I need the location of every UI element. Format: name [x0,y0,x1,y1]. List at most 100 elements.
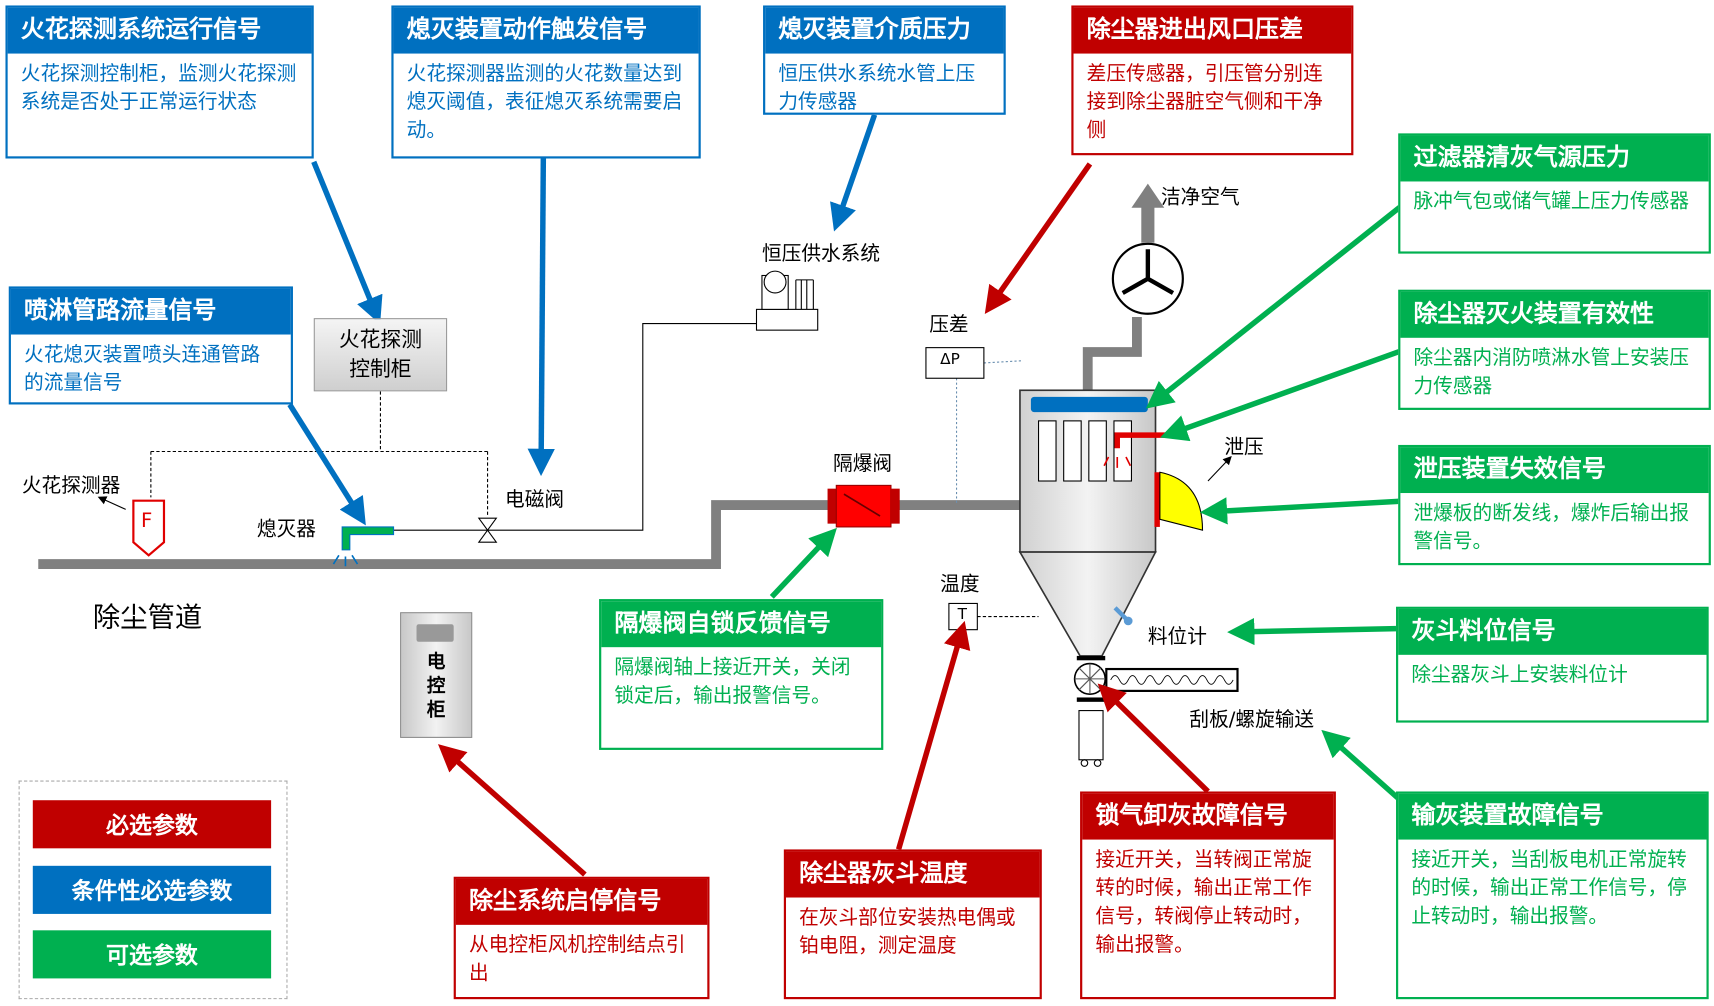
arrow-filter-air [1145,196,1412,409]
box-desc: 脉冲气包或储气罐上压力传感器 [1413,190,1689,214]
dp-label: 压差 [929,313,969,337]
spray-icon [332,554,359,567]
box-title: 隔爆阀自锁反馈信号 [601,601,882,648]
detector-symbol: F [141,509,153,533]
info-box-isolation-valve: 隔爆阀自锁反馈信号隔爆阀轴上接近开关，关闭锁定后，输出报警信号。 [599,599,884,750]
box-desc: 接近开关，当转阀正常旋转的时候，输出正常工作信号，转阀停止转动时，输出报警。 [1095,848,1312,957]
water-supply-label: 恒压供水系统 [761,242,881,266]
box-title: 熄灭装置动作触发信号 [393,7,699,54]
box-desc: 从电控柜风机控制结点引出 [468,933,686,985]
solenoid-valve-icon [477,517,498,543]
info-box-airlock-fault: 锁气卸灰故障信号接近开关，当转阀正常旋转的时候，输出正常工作信号，转阀停止转动时… [1080,791,1336,1000]
box-desc: 隔爆阀轴上接近开关，关闭锁定后，输出报警信号。 [614,655,851,708]
clean-air-arrow [1131,183,1165,243]
detector-pointer [97,496,126,510]
box-desc: 火花探测器监测的火花数量达到熄灭阈值，表征熄灭系统需要启动。 [406,62,683,143]
fan-icon [1111,242,1184,315]
vent-pointer [1207,455,1232,482]
box-title: 除尘器灭火装置有效性 [1400,291,1709,338]
box-title: 除尘系统启停信号 [455,878,708,925]
arrow-extinguish-trigger [527,158,555,477]
box-desc: 接近开关，当刮板电机正常旋转的时候，输出正常工作信号，停止转动时，输出报警。 [1411,848,1687,929]
box-desc: 在灰斗部位安装热电偶或铂电阻，测定温度 [799,906,1016,958]
temp-label: 温度 [940,572,980,596]
dp-tubing [956,360,1023,506]
iso-valve-label: 隔爆阀 [833,452,893,476]
clean-air-label: 洁净空气 [1160,185,1240,209]
electric-cabinet-label: 电控柜 [426,651,446,722]
info-box-medium-pressure: 熄灭装置介质压力恒压供水系统水管上压力传感器 [763,5,1006,115]
conveyor-label: 刮板/螺旋输送 [1189,708,1315,732]
arrow-airlock-fault [1097,683,1210,794]
sprinkler-pipe [1114,432,1168,449]
box-title: 熄灭装置介质压力 [765,7,1004,54]
box-title: 过滤器清灰气源压力 [1400,135,1709,182]
legend-optional: 可选参数 [32,930,272,979]
spark-detector-label: 火花探测器 [21,474,121,498]
arrow-vent-fail [1199,497,1411,525]
water-pump-icon [755,270,819,331]
extinguisher-label: 熄灭器 [256,518,316,542]
control-cabinet-label: 火花探测控制柜 [338,327,422,382]
level-label: 料位计 [1147,625,1207,649]
info-box-hopper-level: 灰斗料位信号除尘器灰斗上安装料位计 [1396,606,1709,723]
arrow-spray-flow [287,403,366,526]
box-desc: 火花熄灭装置喷头连通管路的流量信号 [24,343,261,395]
box-desc: 火花探测控制柜，监测火花探测系统是否处于正常运行状态 [20,62,297,114]
water-line [393,323,757,531]
legend-conditional: 条件性必选参数 [32,865,272,914]
arrow-spark-run [311,160,383,325]
box-desc: 差压传感器，引压管分别连接到除尘器脏空气侧和干净侧 [1086,62,1323,143]
legend: 必选参数 条件性必选参数 可选参数 [18,780,288,1000]
box-title: 火花探测系统运行信号 [7,7,312,54]
outlet-duct [1082,317,1142,391]
dust-collector-body [1018,389,1157,767]
arrow-fire-device [1160,345,1412,442]
arrow-hopper-level [1227,617,1397,646]
box-title: 锁气卸灰故障信号 [1082,793,1334,840]
info-box-hopper-temp: 除尘器灰斗温度在灰斗部位安装热电偶或铂电阻，测定温度 [783,849,1042,1000]
info-box-fire-device: 除尘器灭火装置有效性除尘器内消防喷淋水管上安装压力传感器 [1398,289,1711,410]
box-title: 除尘器进出风口压差 [1073,7,1352,54]
arrow-hopper-temp [895,620,971,851]
info-box-conveyor-fault: 输灰装置故障信号接近开关，当刮板电机正常旋转的时候，输出正常工作信号，停止转动时… [1396,791,1709,1000]
rotary-valve-icon [1073,662,1107,696]
explosion-vent-icon [1159,471,1204,531]
isolation-valve-icon [827,484,900,528]
arrow-diff-pressure [984,162,1093,315]
box-title: 灰斗料位信号 [1398,608,1707,655]
solenoid-label: 电磁阀 [505,488,565,512]
electric-cabinet-icon: 电控柜 [400,612,473,738]
arrow-start-stop [437,744,587,877]
box-desc: 恒压供水系统水管上压力传感器 [778,62,976,114]
box-title: 输灰装置故障信号 [1398,793,1707,840]
box-title: 喷淋管路流量信号 [10,288,291,335]
vent-label: 泄压 [1224,436,1264,460]
spark-detector-icon [132,499,166,557]
box-desc: 除尘器灰斗上安装料位计 [1411,663,1628,687]
arrow-isolation-valve [769,527,837,599]
vent-frame [1154,472,1160,527]
box-title: 除尘器灰斗温度 [786,851,1040,898]
legend-required: 必选参数 [32,800,272,849]
box-title: 泄压装置失效信号 [1400,447,1709,494]
info-box-diff-pressure: 除尘器进出风口压差差压传感器，引压管分别连接到除尘器脏空气侧和干净侧 [1071,5,1354,156]
duct-label: 除尘管道 [92,601,203,633]
info-box-filter-air: 过滤器清灰气源压力脉冲气包或储气罐上压力传感器 [1398,133,1711,254]
control-wiring [150,391,489,516]
extinguisher-nozzle-icon [341,526,395,551]
dp-symbol: ΔP [940,350,960,369]
spark-control-cabinet: 火花探测控制柜 [313,318,448,392]
info-box-extinguish-trigger: 熄灭装置动作触发信号火花探测器监测的火花数量达到熄灭阈值，表征熄灭系统需要启动。 [391,5,701,159]
dp-sensor-icon [925,347,985,379]
box-desc: 泄爆板的断发线，爆炸后输出报警信号。 [1413,501,1689,554]
info-box-spray-flow: 喷淋管路流量信号火花熄灭装置喷头连通管路的流量信号 [8,286,293,405]
level-probe-icon [1113,606,1128,621]
info-box-spark-run: 火花探测系统运行信号火花探测控制柜，监测火花探测系统是否处于正常运行状态 [5,5,314,159]
box-desc: 除尘器内消防喷淋水管上安装压力传感器 [1413,346,1689,398]
info-box-vent-fail: 泄压装置失效信号泄爆板的断发线，爆炸后输出报警信号。 [1398,444,1711,566]
arrow-medium-pressure [830,113,878,232]
sprinkler-spray-icon [1103,456,1132,468]
